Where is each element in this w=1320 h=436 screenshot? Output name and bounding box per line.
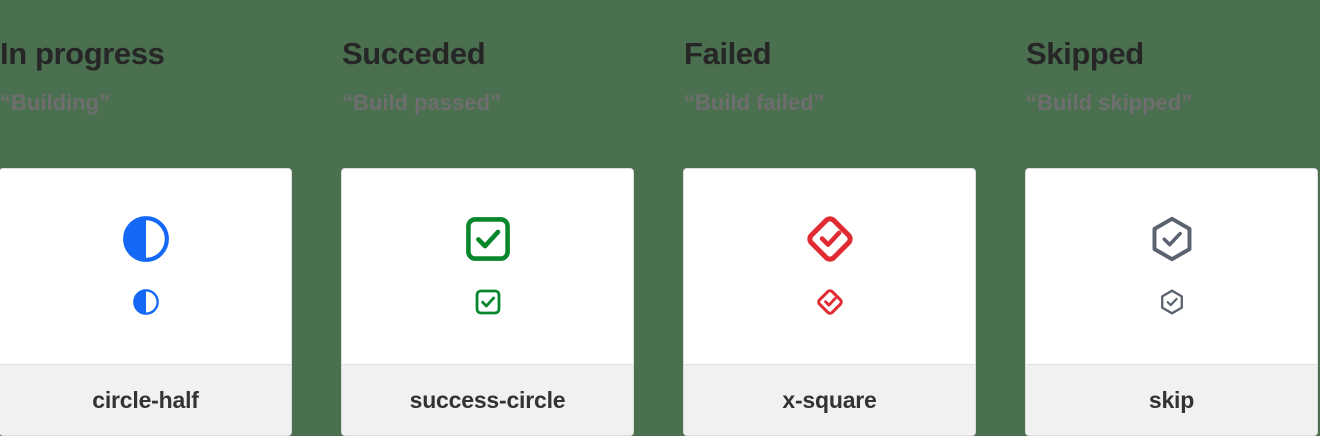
column-title: In progress (0, 36, 165, 71)
column-title: Succeded (342, 36, 486, 71)
status-column-skipped: Skipped “Build skipped” (1025, 0, 1319, 436)
circle-half-icon (121, 214, 171, 264)
icon-preview-area (0, 169, 291, 364)
icon-name-footer: x-square (684, 364, 975, 435)
column-subtitle: “Build skipped” (1026, 90, 1193, 115)
column-subtitle: “Build passed” (342, 90, 501, 115)
icon-card[interactable]: success-circle (341, 168, 634, 436)
column-title: Failed (684, 36, 772, 71)
icon-preview-area (342, 169, 633, 364)
status-column-succeded: Succeded “Build passed” (341, 0, 635, 436)
status-column-failed: Failed “Build failed” (683, 0, 977, 436)
success-circle-icon (463, 214, 513, 264)
icon-name-footer: success-circle (342, 364, 633, 435)
success-circle-icon-small (474, 288, 502, 316)
x-square-icon (805, 214, 855, 264)
icon-card[interactable]: circle-half (0, 168, 292, 436)
icon-preview-area (684, 169, 975, 364)
column-title: Skipped (1026, 36, 1144, 71)
column-subtitle: “Building” (0, 90, 110, 115)
icon-preview-area (1026, 169, 1317, 364)
icon-name-label: skip (1148, 386, 1195, 413)
x-square-icon-small (816, 288, 844, 316)
icon-name-label: x-square (782, 386, 877, 413)
icon-name-label: success-circle (409, 386, 566, 413)
column-subtitle: “Build failed” (684, 90, 825, 115)
status-column-in-progress: In progress “Building” (0, 0, 293, 436)
icon-name-footer: circle-half (0, 364, 291, 435)
skip-icon (1147, 214, 1197, 264)
icon-name-label: circle-half (92, 386, 199, 413)
skip-icon-small (1158, 288, 1186, 316)
icon-card[interactable]: skip (1025, 168, 1318, 436)
circle-half-icon-small (132, 288, 160, 316)
icon-card[interactable]: x-square (683, 168, 976, 436)
icon-name-footer: skip (1026, 364, 1317, 435)
